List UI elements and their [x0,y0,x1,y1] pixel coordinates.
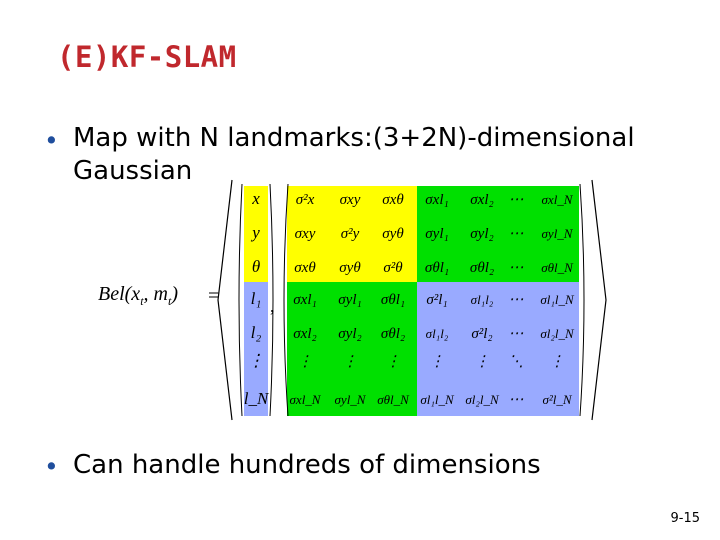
mean-vector-entry: l₁ [251,289,262,308]
covariance-cell: σ²l_N [542,392,572,407]
covariance-cell: σxy [295,226,316,242]
covariance-cell: σθl_N [541,260,574,275]
covariance-cell: σ²l₂ [471,326,492,342]
covariance-cell: σl₁l_N [420,392,455,407]
covariance-cell: ⋯ [509,392,524,408]
covariance-cell: σyl₁ [338,292,361,308]
covariance-cell: σxl₁ [293,292,316,308]
cov-right-paren [579,183,585,417]
covariance-cell: ⋮ [550,354,565,370]
cov-robot-block [287,186,417,282]
mean-vector-entry: θ [252,257,260,276]
separator-comma: , [270,296,275,316]
covariance-cell: σyl₂ [338,326,361,342]
covariance-cell: σxθ [382,192,404,208]
mean-left-paren [238,183,243,417]
right-angle-bracket [591,179,607,421]
mean-vector-entry: y [250,223,260,242]
covariance-cell: ⋯ [509,226,524,242]
mean-vector-entry: ⋮ [248,351,265,370]
covariance-cell: σθl₂ [470,260,494,276]
covariance-cell: σ²θ [383,260,403,276]
covariance-cell: ⋮ [343,354,358,370]
mean-vector-entry: l₂ [251,323,262,342]
mean-landmark-block [244,282,268,416]
left-angle-bracket [217,179,233,421]
slide-title: (E)KF-SLAM [57,40,237,74]
cov-landmark-block [417,282,579,416]
covariance-cell: ⋯ [509,192,524,208]
covariance-cell: ⋮ [475,354,490,370]
covariance-cell: σθl₁ [381,292,405,308]
covariance-cell: σyl₂ [470,226,493,242]
bullet-1-line-1: Map with N landmarks:(3+2N)-dimensional [73,123,635,153]
covariance-cell: σyl₁ [425,226,448,242]
covariance-cell: σyθ [382,226,404,242]
covariance-cell: σl₁l₂ [426,326,449,341]
covariance-cell: σθl₁ [425,260,449,276]
covariance-cell: σxθ [294,260,316,276]
bullet-2: Can handle hundreds of dimensions [73,450,541,480]
cov-cross-block-top [417,186,579,282]
covariance-cell: σθl_N [377,392,410,407]
covariance-cell: σl₁l₂ [471,292,494,307]
covariance-cell: σl₂l_N [465,392,500,407]
covariance-cell: ⋯ [509,260,524,276]
covariance-cell: σ²l₁ [426,292,447,308]
covariance-cell: σxy [340,192,361,208]
covariance-cell: σyl_N [542,226,574,241]
covariance-cell: σyθ [339,260,361,276]
covariance-cell: σl₁l_N [540,292,575,307]
bullet-icon: • [44,126,59,155]
covariance-cell: σxl_N [542,192,574,207]
equals-sign: = [208,285,220,307]
covariance-cell: σxl₂ [470,192,493,208]
covariance-cell: σyl_N [335,392,367,407]
covariance-cell: ⋱ [509,354,524,370]
covariance-cell: σxl₁ [425,192,448,208]
covariance-cell: σxl₂ [293,326,316,342]
belief-formula: Bel(xt, mt) [98,283,178,308]
mean-vector-entry: x [251,189,260,208]
covariance-cell: ⋮ [430,354,445,370]
covariance-cell: σ²y [341,226,360,242]
covariance-cell: σl₂l_N [540,326,575,341]
cov-left-paren [283,183,289,417]
cov-cross-block-left [287,282,417,416]
covariance-cell: ⋮ [386,354,401,370]
mean-robot-block [244,186,268,282]
covariance-cell: σθl₂ [381,326,405,342]
bullet-icon: • [44,452,59,481]
covariance-cell: ⋯ [509,326,524,342]
mean-vector-entry: l_N [244,389,270,408]
covariance-cell: σ²x [296,192,315,208]
covariance-cell: ⋯ [509,292,524,308]
covariance-cell: σxl_N [290,392,322,407]
bullet-1-line-2: Gaussian [73,156,193,186]
page-number: 9-15 [670,511,700,526]
covariance-cell: ⋮ [298,354,313,370]
